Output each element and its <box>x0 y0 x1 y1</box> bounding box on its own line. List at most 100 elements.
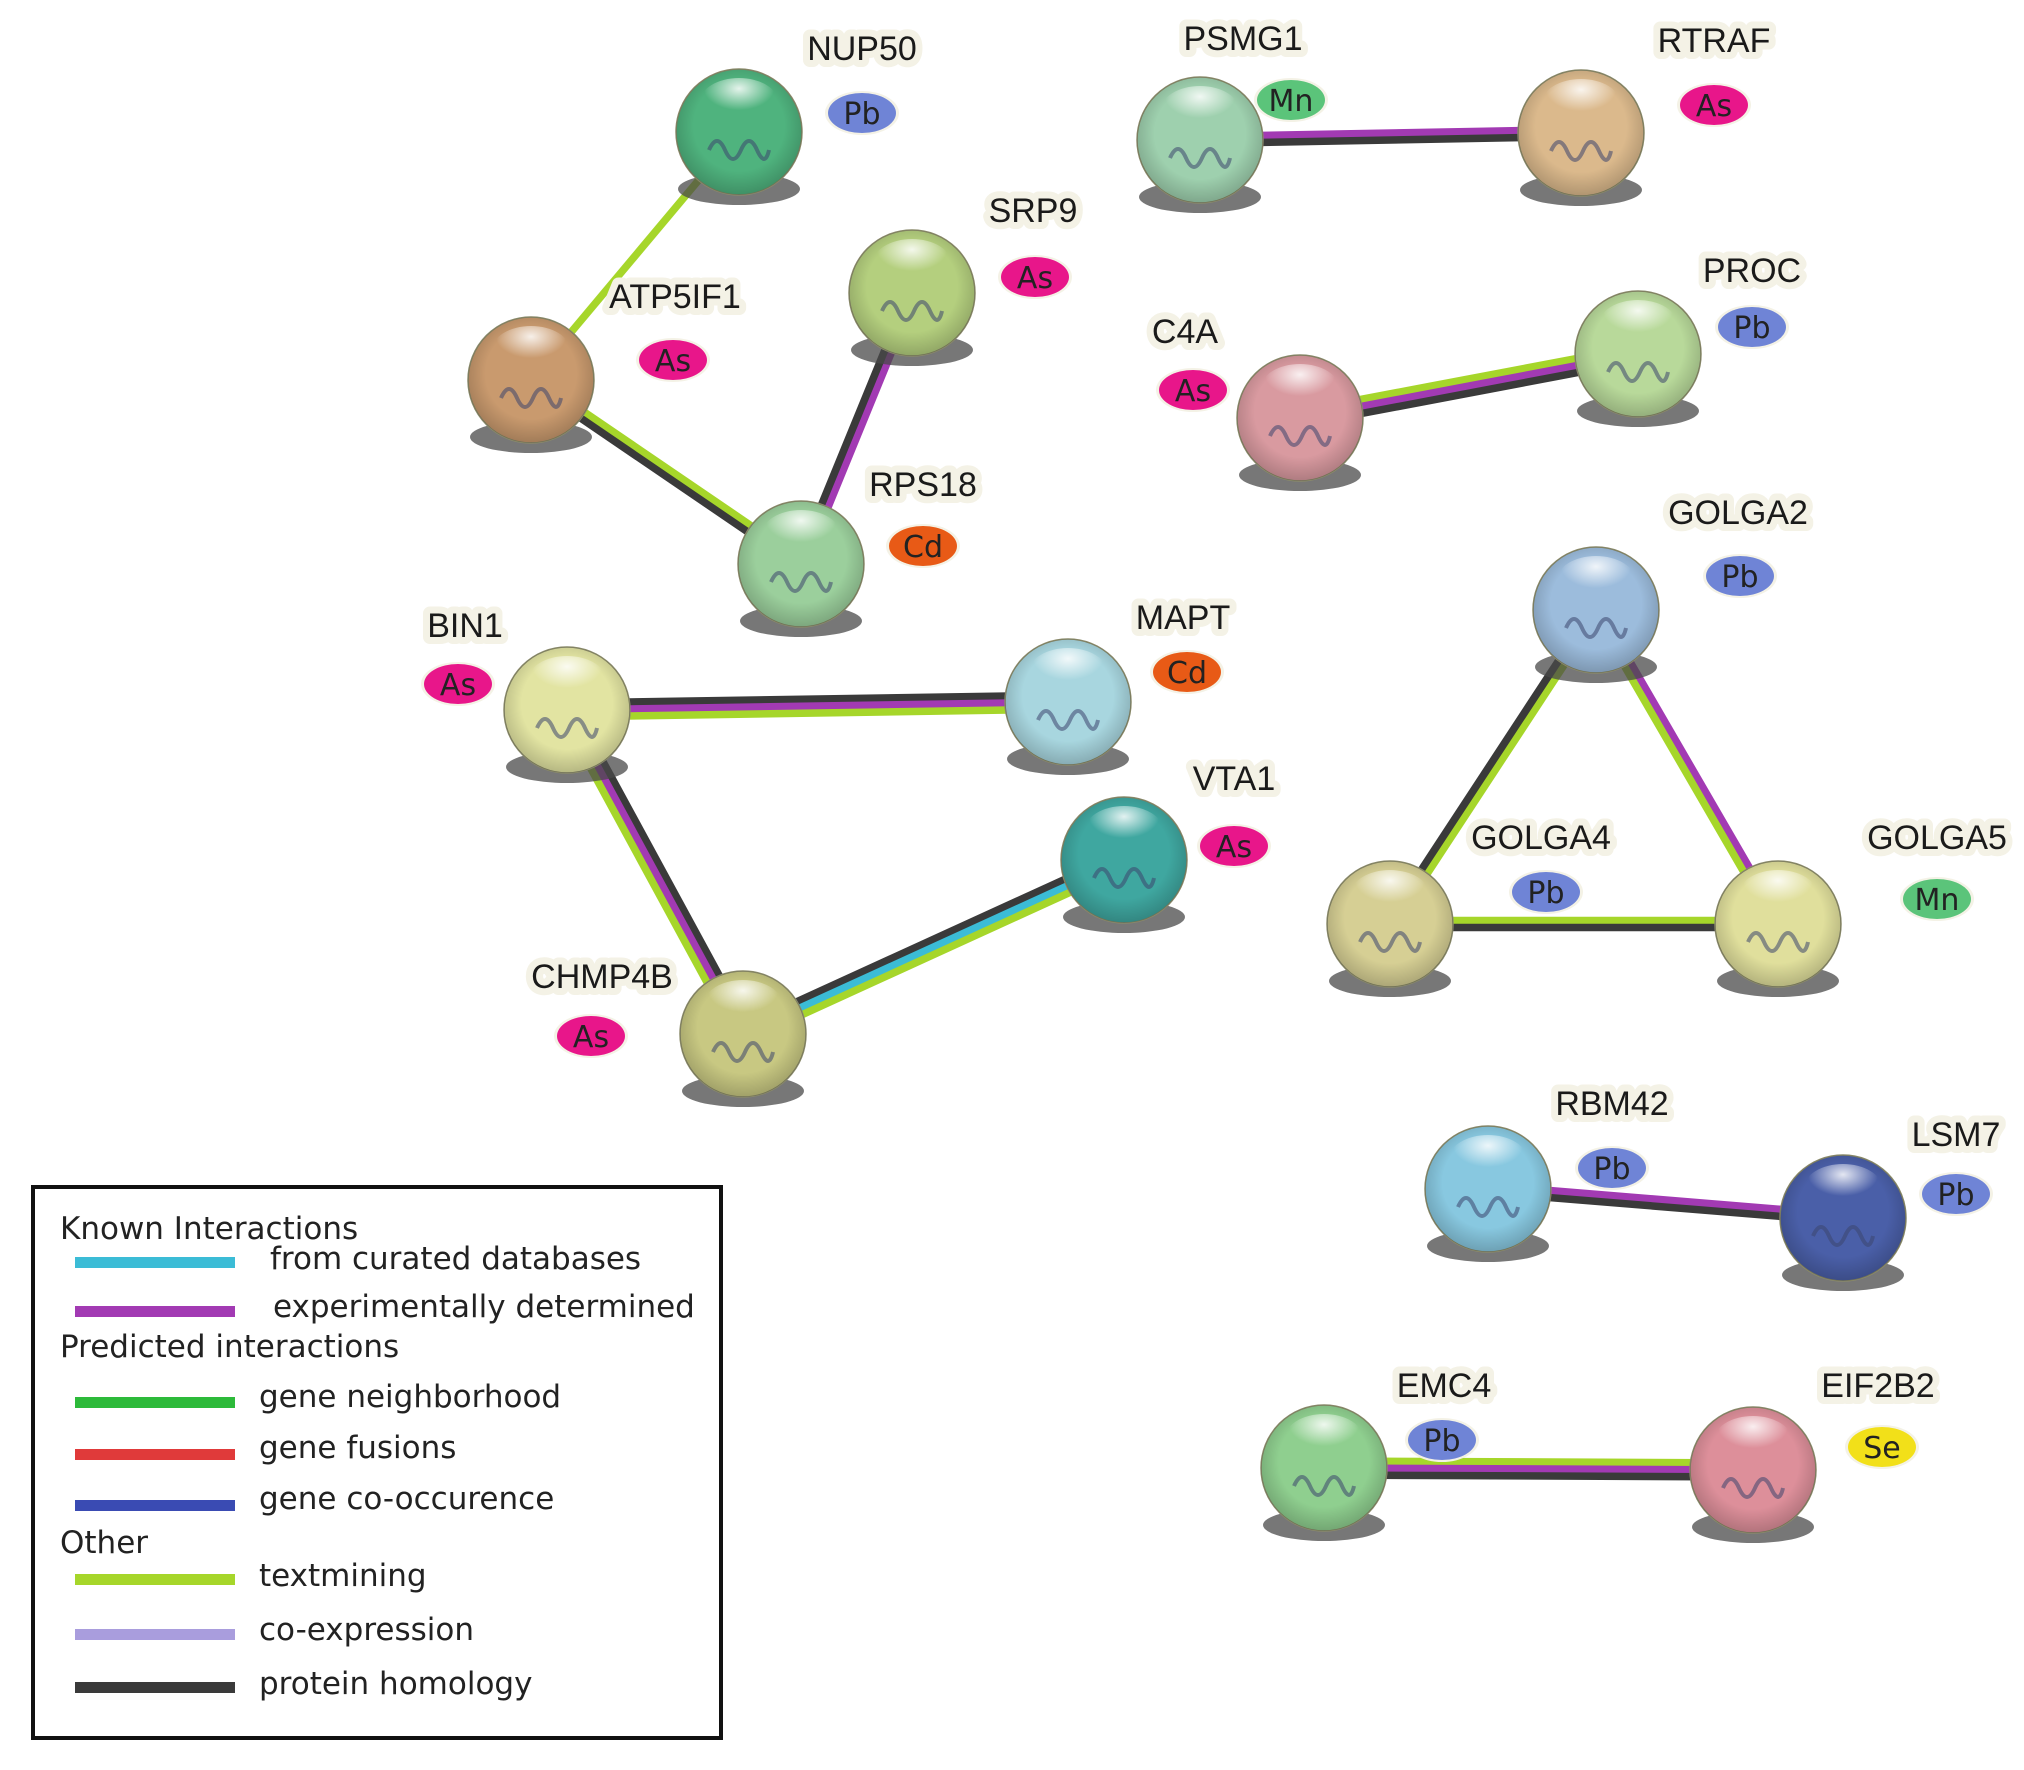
node-label: SRP9 <box>989 192 1078 230</box>
metal-badge-label: As <box>1696 89 1732 124</box>
metal-badge <box>1848 1427 1916 1467</box>
node-label-halo: C4A <box>1152 313 1218 351</box>
edge-chmp4b-vta1 <box>738 850 1129 1044</box>
node-gloss <box>1598 300 1678 348</box>
node-label-halo: RBM42 <box>1555 1085 1668 1123</box>
node-gloss <box>1803 1164 1883 1212</box>
node-label: BIN1 <box>427 607 503 645</box>
legend-other-heading: Other <box>60 1525 149 1561</box>
edge-line-textmining <box>567 705 1069 721</box>
edge-golga4-golga5 <box>1390 916 1778 932</box>
node-label-halo: EIF2B2 <box>1821 1367 1934 1405</box>
metal-badge-label: Pb <box>843 97 880 132</box>
edge-line-experimental <box>566 698 1069 714</box>
node-label-halo: GOLGA4 <box>1471 819 1611 857</box>
node-label-halo: PROC <box>1703 252 1801 290</box>
edge-line-textmining <box>1324 1457 1754 1467</box>
metal-badge-label: As <box>440 668 476 703</box>
node-label: ATP5IF1 <box>609 278 741 316</box>
legend-swatch-cooccurrence <box>75 1500 235 1511</box>
node-label-halo: CHMP4B <box>531 958 673 996</box>
node-label: PSMG1 <box>1183 20 1302 58</box>
metal-badge <box>828 93 896 133</box>
node-label: MAPT <box>1136 599 1230 637</box>
node-label-halo: SRP9 <box>989 192 1078 230</box>
node-label: GOLGA2 <box>1668 494 1808 532</box>
node-label: C4A <box>1152 313 1218 351</box>
metal-badge <box>1512 872 1580 912</box>
node-gloss <box>1556 556 1636 604</box>
node-label: RTRAF <box>1658 22 1771 60</box>
legend-label-textmining: textmining <box>259 1558 427 1594</box>
metal-badge-label: As <box>573 1020 609 1055</box>
metal-badge-label: Pb <box>1733 311 1770 346</box>
legend-label-homology: protein homology <box>259 1666 533 1702</box>
metal-badge-label: As <box>1216 830 1252 865</box>
node-gloss <box>703 980 783 1028</box>
node-gloss <box>1028 648 1108 696</box>
metal-badge <box>889 526 957 566</box>
legend-swatch-coexpression <box>75 1629 235 1640</box>
node-label: CHMP4B <box>531 958 673 996</box>
metal-badge <box>1153 652 1221 692</box>
node-label: EMC4 <box>1397 1367 1491 1405</box>
metal-badge-label: As <box>655 344 691 379</box>
node-label: VTA1 <box>1193 760 1276 798</box>
node-gloss <box>1160 86 1240 134</box>
legend-label-experimental: experimentally determined <box>273 1289 695 1325</box>
metal-badge-label: Mn <box>1915 883 1960 918</box>
node-gloss <box>1260 364 1340 412</box>
edge-bin1-mapt <box>566 691 1069 721</box>
metal-badge-label: Pb <box>1937 1178 1974 1213</box>
node-label-halo: ATP5IF1 <box>609 278 741 316</box>
node-label-halo: NUP50 <box>807 30 917 68</box>
legend-swatch-fusion <box>75 1449 235 1460</box>
node-label-halo: VTA1 <box>1193 760 1276 798</box>
node-gloss <box>1448 1135 1528 1183</box>
metal-badge <box>1922 1174 1990 1214</box>
metal-badge <box>1718 307 1786 347</box>
edge-line-homology <box>738 850 1123 1032</box>
node-gloss <box>1713 1416 1793 1464</box>
metal-badge-label: Pb <box>1721 560 1758 595</box>
node-label-halo: MAPT <box>1136 599 1230 637</box>
node-gloss <box>491 326 571 374</box>
legend-swatch-textmining <box>75 1574 235 1585</box>
node-label: RPS18 <box>869 466 977 504</box>
legend-label-fusion: gene fusions <box>259 1430 457 1466</box>
metal-badge <box>1159 370 1227 410</box>
metal-badge-label: Pb <box>1423 1424 1460 1459</box>
legend-box: Known Interactions from curated database… <box>31 1185 723 1740</box>
node-gloss <box>872 239 952 287</box>
metal-badge-label: Cd <box>903 530 943 565</box>
legend-swatch-neighborhood <box>75 1397 235 1408</box>
node-gloss <box>1284 1414 1364 1462</box>
edge-line-curated <box>741 856 1126 1038</box>
metal-badge <box>1706 556 1774 596</box>
metal-badge-label: Pb <box>1527 876 1564 911</box>
metal-badge <box>639 340 707 380</box>
metal-badge-label: Pb <box>1593 1152 1630 1187</box>
node-label-halo: EMC4 <box>1397 1367 1491 1405</box>
metal-badge <box>557 1016 625 1056</box>
legend-swatch-homology <box>75 1682 235 1693</box>
